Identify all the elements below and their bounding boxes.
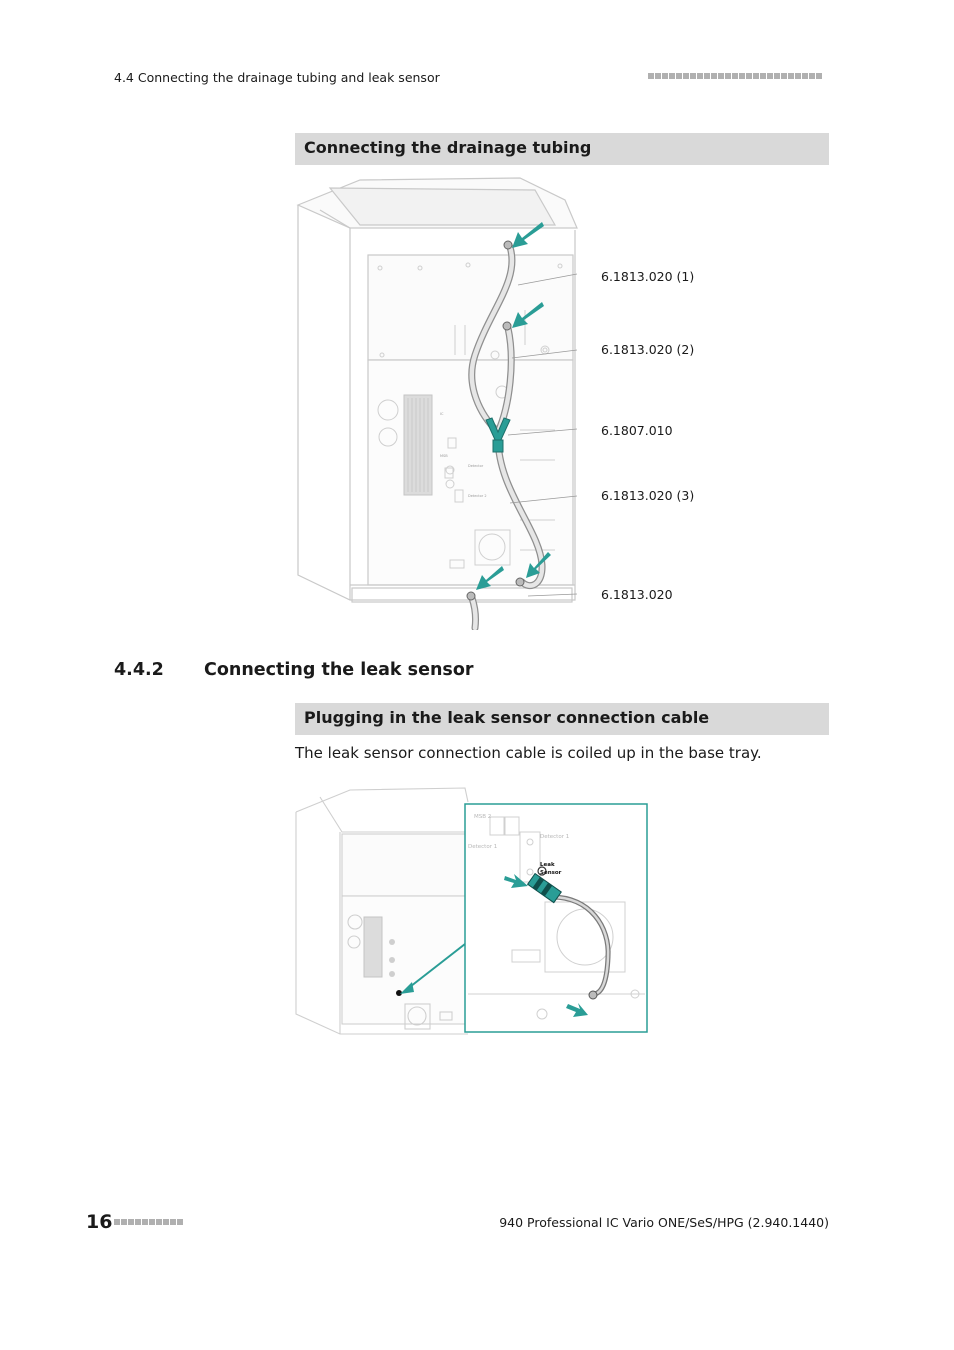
- section-heading: 4.4.2 Connecting the leak sensor: [114, 660, 473, 680]
- running-header: 4.4 Connecting the drainage tubing and l…: [114, 70, 440, 85]
- label-leak: Leak: [540, 862, 555, 868]
- svg-text:Detector: Detector: [468, 464, 484, 468]
- footer-decoration: [114, 1219, 183, 1225]
- label-sensor: Sensor: [540, 870, 562, 876]
- section-number: 4.4.2: [114, 660, 164, 680]
- svg-text:MSB: MSB: [440, 454, 448, 458]
- label-detector1-left: Detector 1: [468, 844, 497, 850]
- page-number: 16: [86, 1211, 113, 1233]
- callout-tube-2: 6.1813.020 (2): [601, 342, 695, 357]
- svg-text:IC: IC: [440, 412, 444, 416]
- document-title: 940 Professional IC Vario ONE/SeS/HPG (2…: [499, 1215, 829, 1230]
- leak-sensor-heading: Plugging in the leak sensor connection c…: [295, 703, 829, 735]
- drainage-heading: Connecting the drainage tubing: [295, 133, 829, 165]
- header-decoration: [648, 73, 822, 79]
- callout-tube-1: 6.1813.020 (1): [601, 269, 695, 284]
- section-title: Connecting the leak sensor: [204, 660, 474, 680]
- svg-text:Detector 2: Detector 2: [468, 494, 487, 498]
- body-text: The leak sensor connection cable is coil…: [295, 744, 762, 762]
- label-detector1-right: Detector 1: [540, 834, 569, 840]
- callout-tube-3: 6.1813.020 (3): [601, 488, 695, 503]
- callout-y-connector: 6.1807.010: [601, 423, 673, 438]
- leak-sensor-figure: MSB 2 Detector 1 Detector 1 Leak Sensor: [295, 787, 648, 1035]
- callout-drain-tube: 6.1813.020: [601, 587, 673, 602]
- label-msb2: MSB 2: [474, 814, 491, 820]
